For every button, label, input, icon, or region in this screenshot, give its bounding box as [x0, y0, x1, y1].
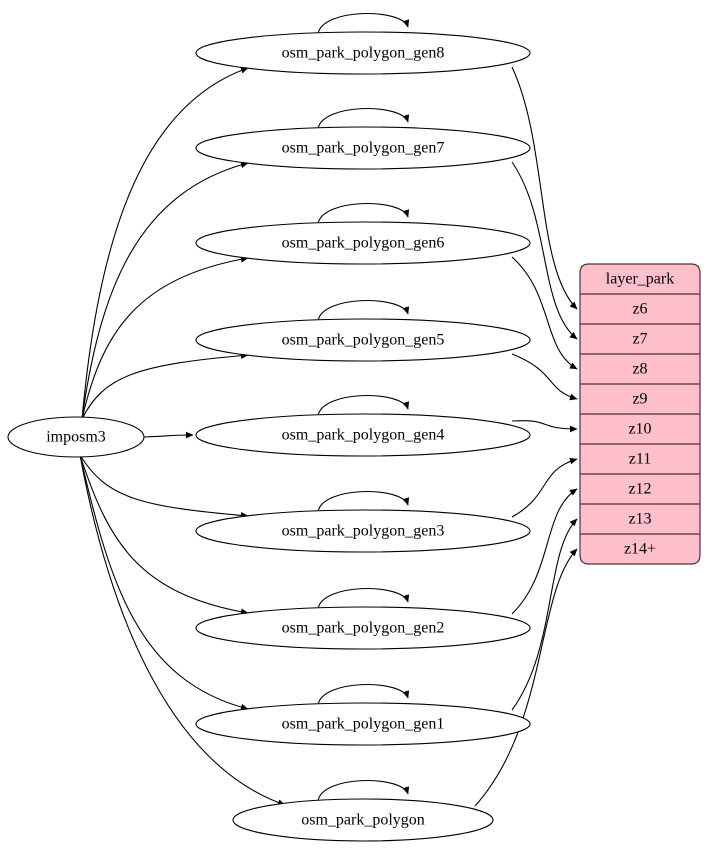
table-row-z7[interactable]: z7 — [632, 331, 647, 348]
edge-imposm3-to-osm_park_polygon_gen5 — [81, 352, 249, 420]
self-loop-edge-osm_park_polygon_gen2 — [317, 588, 410, 610]
node-label-osm_park_polygon_gen8: osm_park_polygon_gen8 — [282, 45, 445, 62]
node-imposm3[interactable] — [7, 416, 145, 458]
edge-imposm3-to-osm_park_polygon_gen2 — [79, 454, 249, 616]
edge-osm_park_polygon_gen5-to-z9 — [511, 353, 578, 401]
edge-osm_park_polygon_gen4-to-z10 — [511, 420, 578, 433]
node-osm_park_polygon[interactable] — [232, 798, 494, 842]
table-header-label: layer_park — [606, 271, 674, 288]
edge-osm_park_polygon_gen1-to-z13 — [511, 518, 578, 711]
self-loop-edge-osm_park_polygon_gen3 — [317, 491, 410, 513]
node-osm_park_polygon_gen2[interactable] — [195, 606, 531, 650]
self-loop-edge-osm_park_polygon_gen6 — [317, 203, 410, 225]
node-label-osm_park_polygon_gen1: osm_park_polygon_gen1 — [282, 716, 445, 733]
table-row-z10[interactable]: z10 — [628, 421, 651, 438]
edge-osm_park_polygon_gen2-to-z12 — [511, 488, 578, 615]
node-label-osm_park_polygon_gen6: osm_park_polygon_gen6 — [282, 235, 445, 252]
self-loop-edge-osm_park_polygon_gen1 — [317, 684, 410, 706]
self-loop-edge-osm_park_polygon_gen8 — [317, 13, 410, 35]
node-osm_park_polygon_gen1[interactable] — [195, 702, 531, 746]
node-label-osm_park_polygon_gen2: osm_park_polygon_gen2 — [282, 620, 445, 637]
table-layer: layer_park z6 z7 z8 z9 z10 z11 z12 z13 z14+ — [579, 263, 701, 565]
edge-osm_park_polygon_gen3-to-z11 — [511, 457, 578, 518]
self-loop-edge-osm_park_polygon_gen4 — [317, 395, 410, 417]
edge-imposm3-to-osm_park_polygon_gen6 — [81, 255, 249, 420]
node-label-osm_park_polygon_gen5: osm_park_polygon_gen5 — [282, 332, 445, 349]
edge-osm_park_polygon_gen6-to-z8 — [511, 256, 578, 370]
edge-osm_park_polygon_gen7-to-z7 — [511, 161, 578, 340]
edge-imposm3-to-osm_park_polygon_gen3 — [79, 454, 249, 519]
node-osm_park_polygon_gen4[interactable] — [195, 413, 531, 457]
node-osm_park_polygon_gen5[interactable] — [195, 318, 531, 362]
self-loop-edge-osm_park_polygon_gen7 — [317, 108, 410, 130]
edges-layer — [79, 13, 578, 807]
node-label-osm_park_polygon_gen3: osm_park_polygon_gen3 — [282, 523, 445, 540]
node-label-osm_park_polygon_gen7: osm_park_polygon_gen7 — [282, 140, 445, 157]
self-loop-edge-osm_park_polygon — [317, 780, 410, 802]
self-loop-edge-osm_park_polygon_gen5 — [317, 300, 410, 322]
edge-osm_park_polygon-to-z14+ — [474, 548, 578, 807]
edge-imposm3-to-osm_park_polygon — [79, 454, 286, 806]
node-osm_park_polygon_gen8[interactable] — [195, 31, 531, 75]
table-row-z8[interactable]: z8 — [632, 361, 647, 378]
nodes-layer: osm_park_polygon_gen8 osm_park_polygon_ge… — [7, 31, 531, 842]
edge-imposm3-to-osm_park_polygon_gen8 — [81, 67, 249, 420]
table-row-z9[interactable]: z9 — [632, 391, 647, 408]
table-row-z11[interactable]: z11 — [629, 451, 652, 468]
node-label-imposm3: imposm3 — [46, 429, 106, 446]
node-label-osm_park_polygon_gen4: osm_park_polygon_gen4 — [282, 427, 445, 444]
table-row-z14+[interactable]: z14+ — [624, 541, 656, 558]
table-row-z12[interactable]: z12 — [628, 481, 651, 498]
edge-imposm3-to-osm_park_polygon_gen4 — [143, 431, 194, 439]
edge-imposm3-to-osm_park_polygon_gen7 — [81, 161, 249, 420]
node-label-osm_park_polygon: osm_park_polygon — [301, 812, 425, 829]
table-row-z6[interactable]: z6 — [632, 301, 647, 318]
edge-imposm3-to-osm_park_polygon_gen1 — [79, 454, 249, 711]
node-osm_park_polygon_gen7[interactable] — [195, 126, 531, 170]
edge-osm_park_polygon_gen8-to-z6 — [511, 66, 578, 310]
table-row-z13[interactable]: z13 — [628, 511, 651, 528]
node-osm_park_polygon_gen6[interactable] — [195, 221, 531, 265]
node-osm_park_polygon_gen3[interactable] — [195, 509, 531, 553]
